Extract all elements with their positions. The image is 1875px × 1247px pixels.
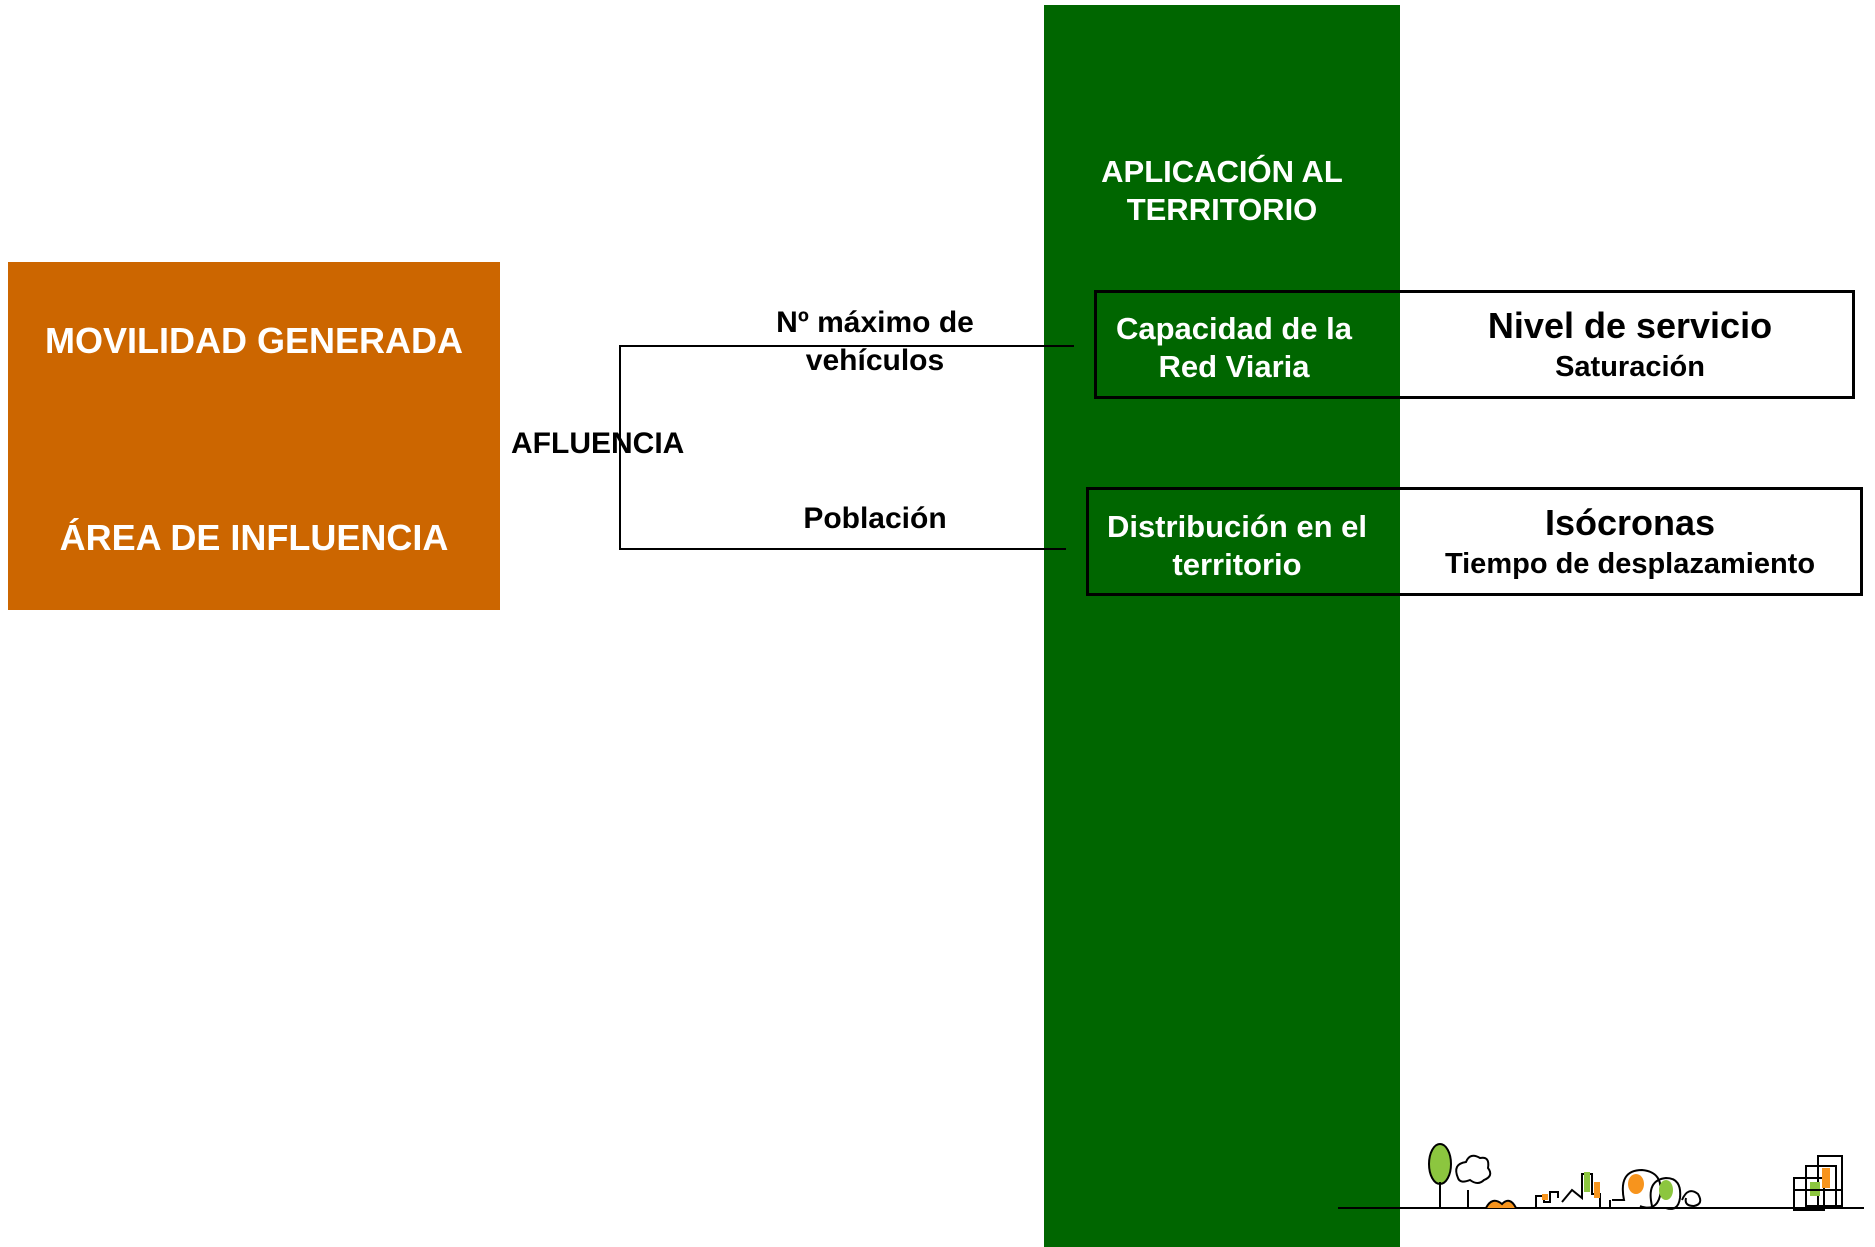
connector-vertical-line [619, 345, 621, 550]
max-vehiculos-line1: Nº máximo de [776, 306, 974, 339]
capacidad-line1: Capacidad de la [1115, 311, 1353, 346]
aplicacion-territorio-column [1044, 5, 1400, 1247]
connector-lower-line [619, 548, 1066, 550]
cityscape-tree-logo-icon [1338, 1143, 1864, 1211]
distribucion-line1: Distribución en el [1106, 509, 1368, 544]
saturacion-label: Saturación [1555, 351, 1705, 383]
distribucion-box [1086, 487, 1863, 596]
distribucion-label: Distribución en el territorio [1090, 508, 1384, 584]
tiempo-desplazamiento-label: Tiempo de desplazamiento [1444, 548, 1816, 580]
nivel-servicio-label: Nivel de servicio [1487, 305, 1773, 346]
poblacion-label: Población [803, 502, 947, 535]
max-vehiculos-line2: vehículos [805, 344, 945, 377]
capacidad-line2: Red Viaria [1158, 349, 1310, 384]
max-vehiculos-label: Nº máximo de vehículos [740, 304, 1010, 380]
distribucion-line2: territorio [1172, 547, 1302, 582]
aplicacion-title-line1: APLICACIÓN AL [1101, 154, 1343, 189]
isocronas-label: Isócronas [1544, 502, 1716, 543]
aplicacion-title-line2: TERRITORIO [1126, 192, 1318, 227]
movilidad-generada-label: MOVILIDAD GENERADA [44, 320, 463, 361]
movilidad-block: MOVILIDAD GENERADA ÁREA DE INFLUENCIA [8, 262, 500, 610]
capacidad-label: Capacidad de la Red Viaria [1094, 310, 1374, 386]
area-influencia-label: ÁREA DE INFLUENCIA [59, 517, 449, 558]
connector-upper-line [619, 345, 1074, 347]
afluencia-label: AFLUENCIA [511, 427, 685, 460]
capacidad-box [1094, 290, 1855, 399]
aplicacion-title: APLICACIÓN AL TERRITORIO [1044, 153, 1400, 229]
